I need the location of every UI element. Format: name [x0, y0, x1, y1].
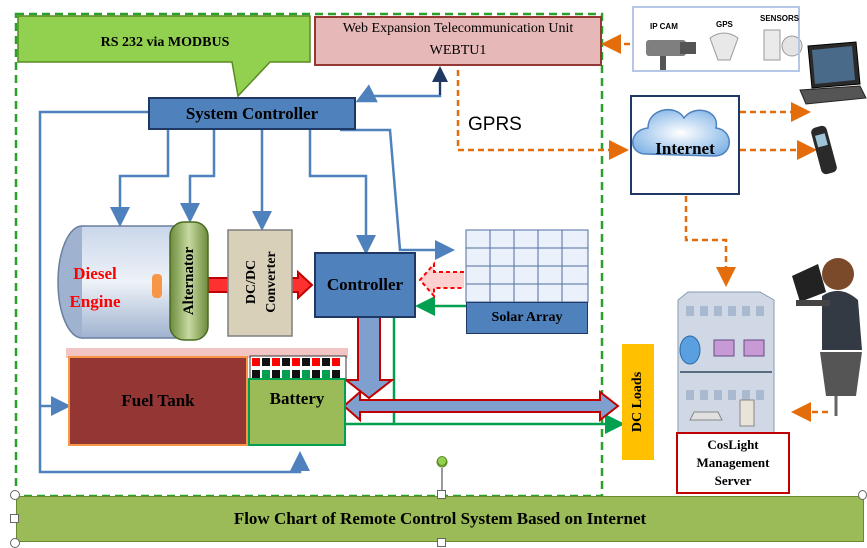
server-label-box [676, 432, 790, 494]
server-line1: CosLight [707, 437, 759, 452]
sensors-label: SENSORS [760, 14, 800, 23]
battery-box [248, 378, 346, 446]
rotate-handle[interactable] [437, 456, 447, 466]
dcdc-line1: DC/DC [244, 259, 259, 305]
gprs-label: GPRS [468, 114, 522, 135]
dc-loads-box [622, 344, 654, 460]
resize-handle-bottom-left[interactable] [10, 538, 20, 548]
resize-handle-bottom-center[interactable] [437, 538, 446, 547]
rs232-label: RS 232 via MODBUS [100, 35, 230, 50]
solar-array-label: Solar Array [466, 302, 588, 334]
diesel-line1: Diesel [73, 264, 117, 283]
sensors-panel [632, 6, 800, 72]
webtu-box [314, 16, 602, 66]
internet-label: Internet [655, 139, 715, 158]
dc-loads-label: DC Loads [630, 371, 645, 433]
dcdc-line2: Converter [264, 251, 279, 313]
resize-handle-top-center[interactable] [437, 490, 446, 499]
footer-title: Flow Chart of Remote Control System Base… [16, 496, 864, 542]
resize-handle-middle-left[interactable] [10, 514, 19, 523]
resize-handle-top-right[interactable] [858, 490, 867, 500]
gps-label: GPS [716, 20, 733, 29]
fuel-tank-box: Fuel Tank [68, 356, 248, 446]
alternator-label: Alternator [180, 246, 197, 316]
system-controller-box: System Controller [148, 97, 356, 130]
controller-box: Controller [314, 252, 416, 318]
webtu-line1: Web Expansion Telecommunication Unit [342, 21, 574, 36]
resize-handle-top-left[interactable] [10, 490, 20, 500]
ipcam-label: IP CAM [650, 22, 678, 31]
server-line3: Server [714, 473, 752, 488]
diesel-line2: Engine [69, 292, 121, 311]
battery-label: Battery [269, 389, 325, 408]
internet-box [630, 95, 740, 195]
server-line2: Management [696, 455, 770, 470]
webtu-line2: WEBTU1 [429, 43, 487, 58]
